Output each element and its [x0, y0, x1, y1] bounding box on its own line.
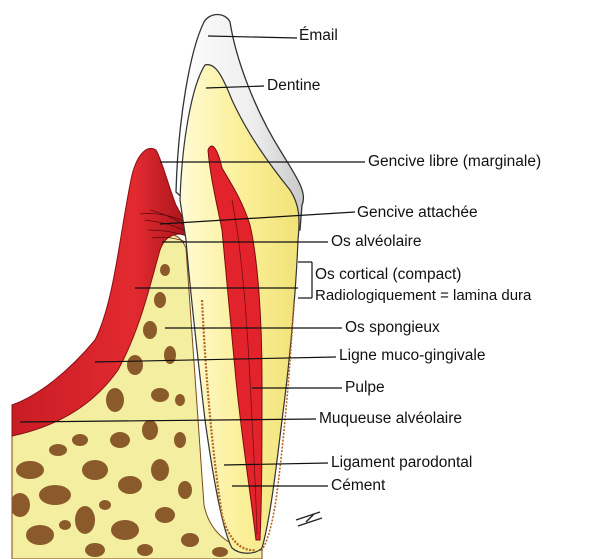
- label-muqueuse-alveolaire: Muqueuse alvéolaire: [319, 410, 462, 428]
- label-dentine: Dentine: [267, 77, 320, 95]
- label-ligament-parodontal: Ligament parodontal: [331, 454, 472, 472]
- label-gencive-attachee: Gencive attachée: [357, 204, 478, 222]
- label-os-spongieux: Os spongieux: [345, 319, 440, 337]
- label-cement: Cément: [331, 477, 385, 495]
- label-pulpe: Pulpe: [345, 379, 385, 397]
- label-gencive-libre: Gencive libre (marginale): [368, 153, 541, 171]
- label-os-cortical: Os cortical (compact): [315, 266, 461, 284]
- label-email: Émail: [299, 27, 338, 45]
- label-os-alveolaire: Os alvéolaire: [331, 233, 421, 251]
- label-ligne-muco-gingivale: Ligne muco-gingivale: [339, 347, 485, 365]
- break-mark: [296, 512, 322, 526]
- label-radiologiquement: Radiologiquement = lamina dura: [315, 287, 531, 305]
